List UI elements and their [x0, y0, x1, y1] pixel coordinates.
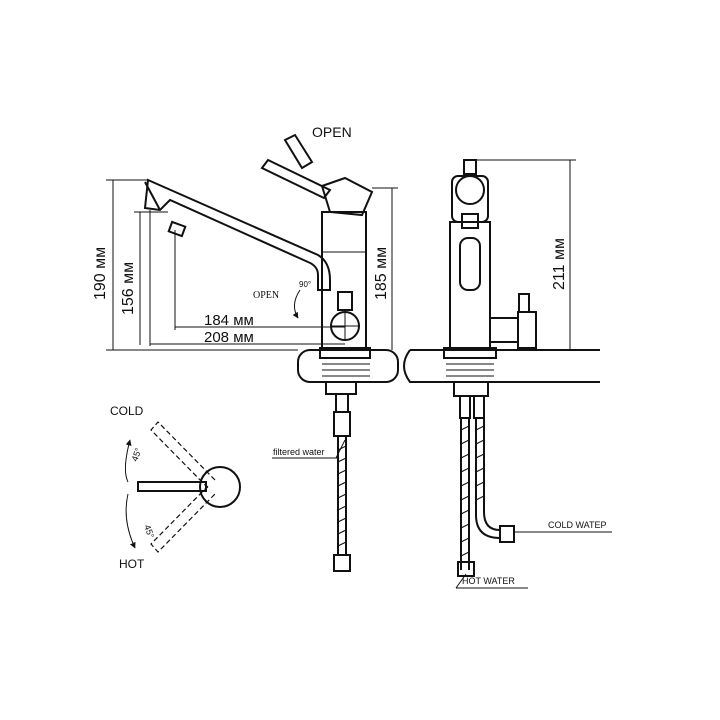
- top-knob: [463, 159, 477, 175]
- hot-connector: [457, 561, 475, 577]
- mount-nut-front: [453, 381, 489, 397]
- top-view: 45° 45° COLD HOT: [110, 404, 241, 571]
- dim-185-label: 185 мм: [373, 247, 390, 300]
- handle-head: [320, 176, 374, 217]
- hose-connector-top: [333, 411, 351, 437]
- cold-water-label: COLD WATEP: [548, 520, 607, 530]
- filter-knob-stem: [337, 291, 353, 311]
- front-body: [449, 221, 491, 351]
- lever-center: [137, 481, 207, 492]
- dim-211-label: 211 мм: [551, 238, 568, 290]
- mount-nut: [325, 381, 357, 395]
- countertop-front: [403, 349, 600, 383]
- base-circle: [199, 466, 241, 508]
- lever-hot-position: [150, 485, 216, 553]
- cold-connector: [499, 525, 515, 543]
- angle-90-label: 90°: [299, 280, 311, 289]
- handle-lever: [260, 158, 332, 200]
- countertop: [297, 349, 399, 383]
- angle-45-bottom: 45°: [142, 523, 156, 540]
- hot-label: HOT: [119, 557, 145, 571]
- open-small-label: OPEN: [253, 290, 279, 301]
- dim-156-label: 156 мм: [120, 262, 137, 315]
- aerator: [167, 220, 187, 238]
- cold-hose: [475, 418, 501, 539]
- open-indicator-lever: [283, 133, 314, 170]
- spout: [143, 178, 331, 291]
- dim-184-label: 184 мм: [204, 312, 254, 329]
- cold-label: COLD: [110, 404, 144, 418]
- spout-tip: [144, 181, 161, 211]
- arc-hot: [125, 493, 136, 549]
- hose-connector-bottom: [333, 554, 351, 572]
- hot-water-label: HOT WATER: [462, 576, 515, 586]
- arc-cold: [124, 439, 132, 483]
- angle-45-top: 45°: [129, 446, 143, 463]
- dim-208-label: 208 мм: [204, 329, 254, 346]
- front-view: COLD WATEP HOT WATER 211 мм: [403, 159, 612, 589]
- dim-190-label: 190 мм: [92, 247, 109, 300]
- lever-cold-position: [150, 421, 216, 489]
- side-view: OPEN OPEN 90°: [92, 124, 399, 572]
- filter-knob-side: [489, 317, 519, 343]
- open-label: OPEN: [312, 124, 352, 140]
- filtered-water-label: filtered water: [273, 447, 325, 457]
